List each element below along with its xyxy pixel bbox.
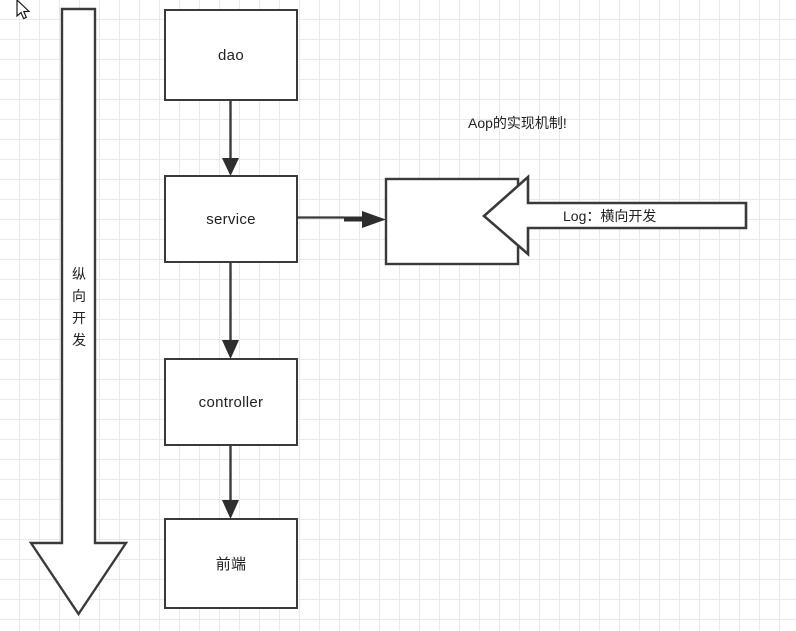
vertical-arrow-label-char-4: 发 [72, 332, 86, 348]
node-service-label: service [206, 210, 256, 228]
vertical-development-arrow [28, 7, 129, 617]
node-dao-label: dao [218, 46, 244, 64]
vertical-arrow-label: 纵 向 开 发 [64, 263, 94, 351]
node-service[interactable]: service [164, 175, 298, 263]
node-controller[interactable]: controller [164, 358, 298, 446]
connector-service-to-aspect [297, 211, 386, 228]
connector-service-to-controller [222, 263, 239, 359]
diagram-title: Aop的实现机制! [468, 115, 567, 131]
horizontal-arrow-label: Log：横向开发 [563, 208, 657, 224]
connector-controller-to-frontend [222, 446, 239, 519]
node-frontend[interactable]: 前端 [164, 518, 298, 609]
node-frontend-label: 前端 [215, 556, 247, 573]
vertical-arrow-label-char-2: 向 [72, 288, 86, 304]
node-dao[interactable]: dao [164, 9, 298, 101]
horizontal-log-arrow [482, 174, 748, 257]
node-controller-label: controller [198, 393, 264, 411]
vertical-arrow-label-char-3: 开 [72, 310, 86, 326]
connector-dao-to-service [222, 101, 239, 176]
vertical-arrow-label-char-1: 纵 [72, 266, 86, 282]
